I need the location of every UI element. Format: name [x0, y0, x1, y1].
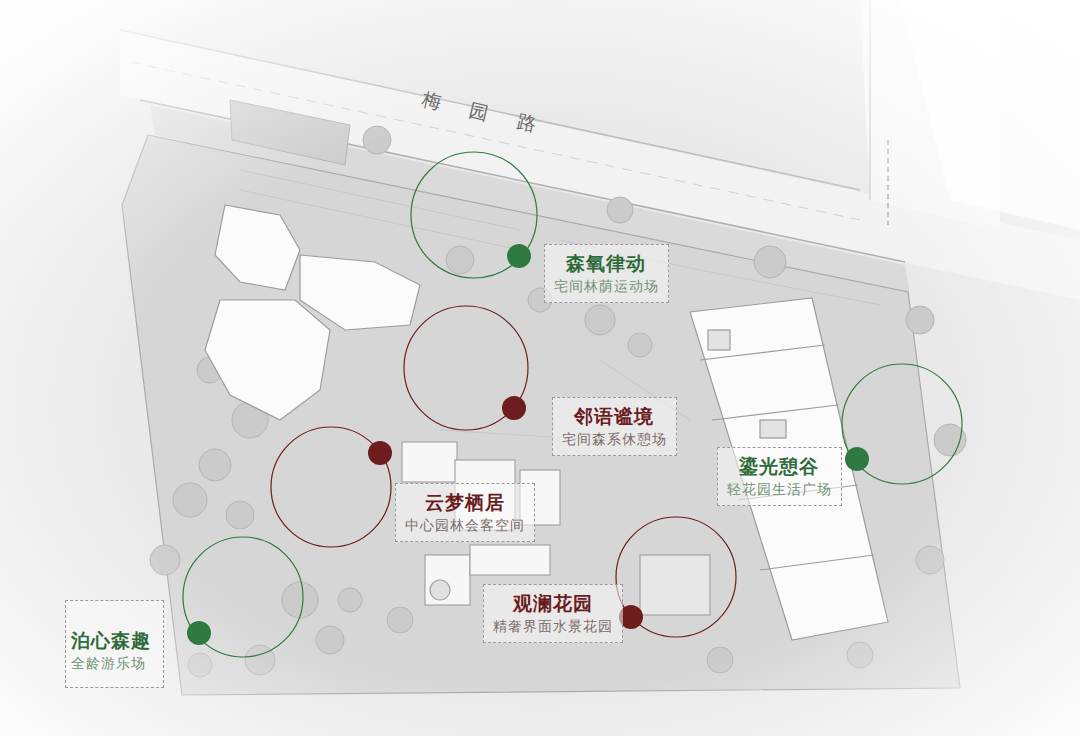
zone-label-box: 鎏光憩谷轻花园生活广场: [717, 447, 842, 506]
zone-subtitle: 宅间林荫运动场: [554, 276, 659, 296]
zone-label-box: 泊心森趣全龄游乐场: [65, 600, 164, 688]
zone-title: 云梦栖居: [405, 489, 525, 515]
zone-title: 森氧律动: [554, 250, 659, 276]
zone-label-box: 观澜花园精奢界面水景花园: [483, 584, 623, 643]
zone-label-box: 云梦栖居中心园林会客空间: [395, 483, 535, 542]
zone-title: 观澜花园: [493, 590, 613, 616]
zone-subtitle: 中心园林会客空间: [405, 515, 525, 535]
zone-subtitle: 宅间森系休憩场: [562, 429, 667, 449]
zone-subtitle: 精奢界面水景花园: [493, 616, 613, 636]
zone-title: 邻语谧境: [562, 403, 667, 429]
zone-title: 泊心森趣: [71, 627, 151, 653]
zone-label-box: 邻语谧境宅间森系休憩场: [552, 397, 677, 456]
zone-subtitle: 全龄游乐场: [71, 653, 151, 673]
zone-subtitle: 轻花园生活广场: [727, 479, 832, 499]
zone-label-box: 森氧律动宅间林荫运动场: [544, 244, 669, 303]
zone-title: 鎏光憩谷: [727, 453, 832, 479]
